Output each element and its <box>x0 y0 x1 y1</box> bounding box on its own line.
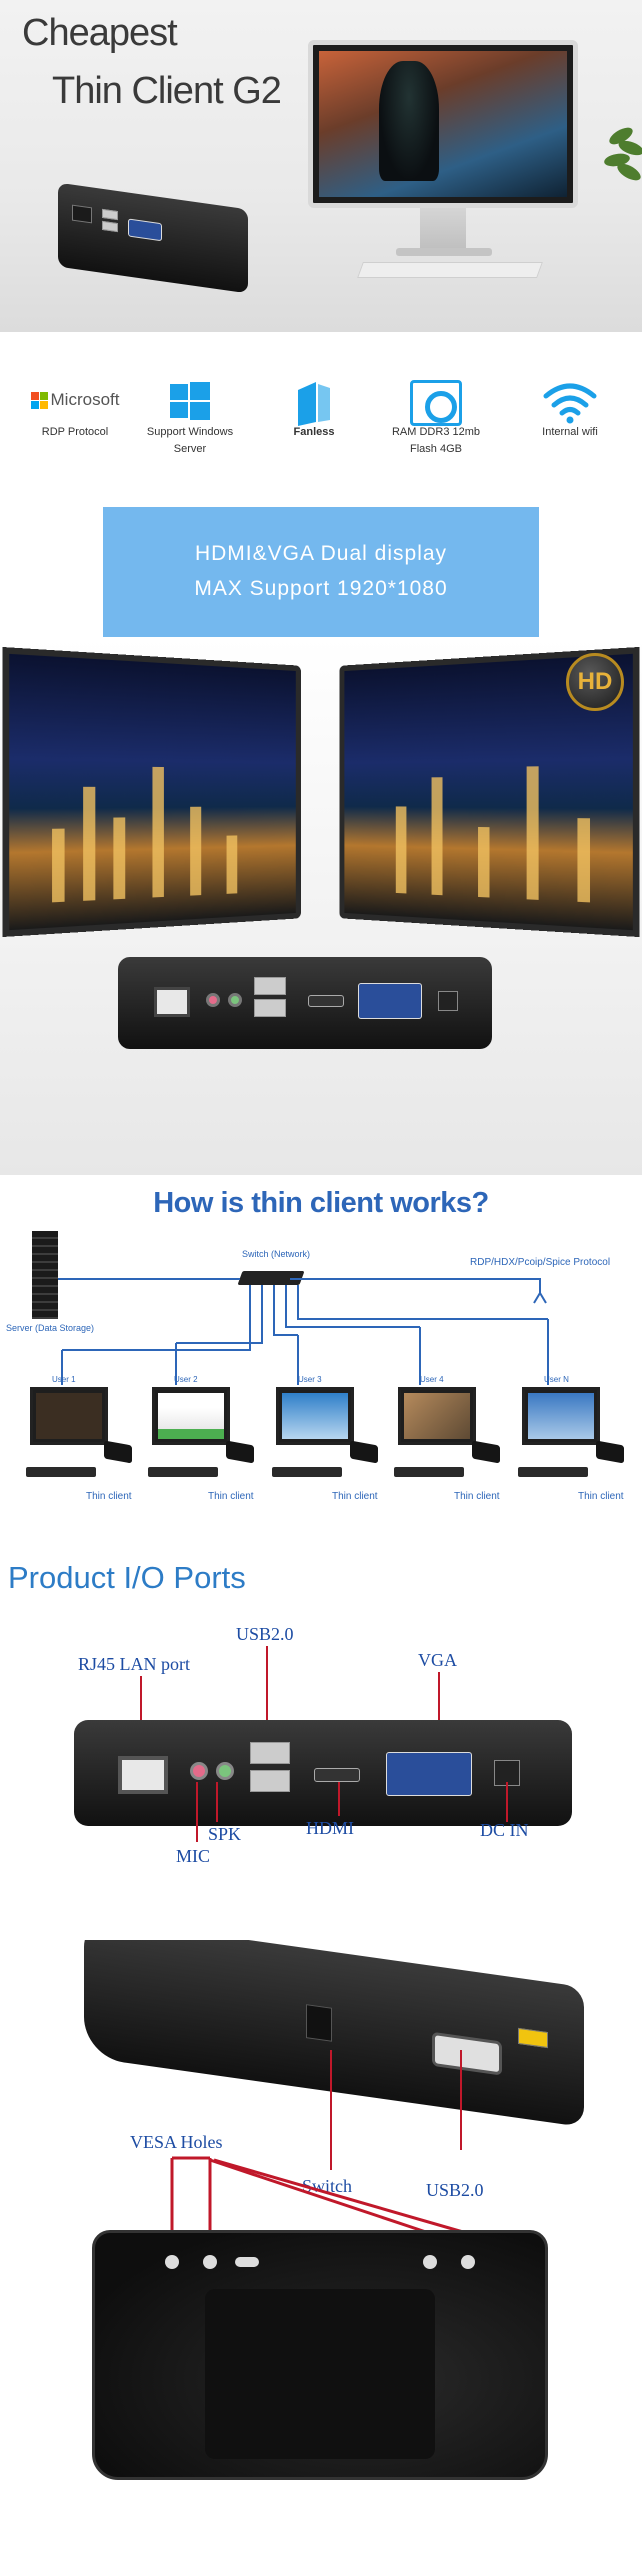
hd-badge: HD <box>566 653 624 711</box>
dual-display-section: HD <box>0 637 642 1175</box>
how-it-works-title: How is thin client works? <box>153 1187 489 1219</box>
server-label: Server (Data Storage) <box>6 1323 95 1333</box>
user-label: User 3 <box>298 1375 322 1384</box>
protocol-label: RDP/HDX/Pcoip/Spice Protocol <box>470 1257 611 1268</box>
feature-fanless: Fanless <box>254 380 374 441</box>
thin-client-label: Thin client <box>578 1491 624 1502</box>
user-label: User 1 <box>52 1375 76 1384</box>
io-ports-device-image <box>74 1720 572 1826</box>
thin-client-icon <box>350 1440 378 1464</box>
thin-client-label: Thin client <box>454 1491 500 1502</box>
feature-windows-server: Support Windows Server <box>130 380 250 458</box>
dual-display-banner: HDMI&VGA Dual display MAX Support 1920*1… <box>0 507 642 637</box>
thin-client-icon <box>472 1440 500 1464</box>
spk-callout: SPK <box>208 1824 242 1844</box>
hero-title-line2: Thin Client G2 <box>52 70 282 112</box>
features-section: Microsoft RDP Protocol Support Windows S… <box>0 332 642 507</box>
feature-label: RDP Protocol <box>41 426 109 438</box>
usb-top-callout: USB2.0 <box>236 1624 294 1644</box>
memory-disc-icon <box>410 380 462 426</box>
thin-client-label: Thin client <box>86 1491 132 1502</box>
user-station: User 3 Thin client <box>272 1375 378 1525</box>
switch-callout: Switch <box>302 2176 353 2196</box>
feature-label-2: Flash 4GB <box>410 443 462 455</box>
feature-ram-flash: RAM DDR3 12mb Flash 4GB <box>376 380 496 458</box>
user-station: User 2 Thin client <box>148 1375 254 1525</box>
fan-icon <box>298 382 330 426</box>
windows-icon <box>168 380 212 424</box>
server-rack-image <box>32 1231 58 1319</box>
plant-image <box>603 124 642 220</box>
hero-section: Cheapest Thin Client G2 <box>0 0 642 332</box>
feature-label: Support Windows Server <box>146 426 234 455</box>
thin-client-icon <box>226 1440 254 1464</box>
monitor-stand <box>420 208 466 250</box>
user-station: User N Thin client <box>518 1375 624 1525</box>
feature-rdp: Microsoft RDP Protocol <box>15 380 135 441</box>
left-curved-screen-image <box>2 647 301 937</box>
feature-label: Internal wifi <box>542 426 598 438</box>
microsoft-brand-text: Microsoft <box>50 390 120 409</box>
switch-label: Switch (Network) <box>242 1249 311 1259</box>
thin-client-icon <box>104 1440 132 1464</box>
thin-client-rear-image <box>118 957 492 1049</box>
banner-line2: MAX Support 1920*1080 <box>194 577 448 600</box>
hero-title-line1: Cheapest <box>22 12 178 54</box>
device-top-view-image <box>92 2230 548 2480</box>
user-label: User 2 <box>174 1375 198 1384</box>
network-lines <box>58 1278 549 1385</box>
vga-callout: VGA <box>418 1650 457 1670</box>
monitor-image <box>308 40 578 208</box>
io-ports-heading: Product I/O Ports <box>8 1560 246 1595</box>
io-ports-section: Product I/O Ports RJ45 LAN port USB2.0 V… <box>0 1550 642 1940</box>
thin-client-icon <box>596 1440 624 1464</box>
thin-client-device-image <box>58 182 248 294</box>
keyboard-image <box>357 262 543 278</box>
usb-side-callout: USB2.0 <box>426 2180 484 2200</box>
user-label: User 4 <box>420 1375 444 1384</box>
hdmi-callout: HDMI <box>306 1818 354 1838</box>
microsoft-logo-icon <box>30 391 48 409</box>
thin-client-label: Thin client <box>332 1491 378 1502</box>
feature-label: RAM DDR3 12mb <box>391 426 481 438</box>
user-station: User 1 Thin client <box>26 1375 132 1525</box>
feature-wifi: Internal wifi <box>510 380 630 441</box>
user-station: User 4 Thin client <box>394 1375 500 1525</box>
vesa-callout-lines <box>170 2156 471 2236</box>
feature-label: Fanless <box>293 426 335 438</box>
banner-line1: HDMI&VGA Dual display <box>194 542 448 565</box>
side-view-section: VESA Holes Switch USB2.0 <box>0 1940 642 2490</box>
mic-callout: MIC <box>176 1846 211 1866</box>
vesa-holes-callout: VESA Holes <box>130 2132 223 2152</box>
user-label: User N <box>544 1375 569 1384</box>
wifi-icon <box>543 383 597 424</box>
dcin-callout: DC IN <box>480 1820 529 1840</box>
rj45-callout: RJ45 LAN port <box>78 1654 190 1674</box>
thin-client-label: Thin client <box>208 1491 254 1502</box>
how-it-works-section: How is thin client works? Server (Data S… <box>0 1175 642 1550</box>
